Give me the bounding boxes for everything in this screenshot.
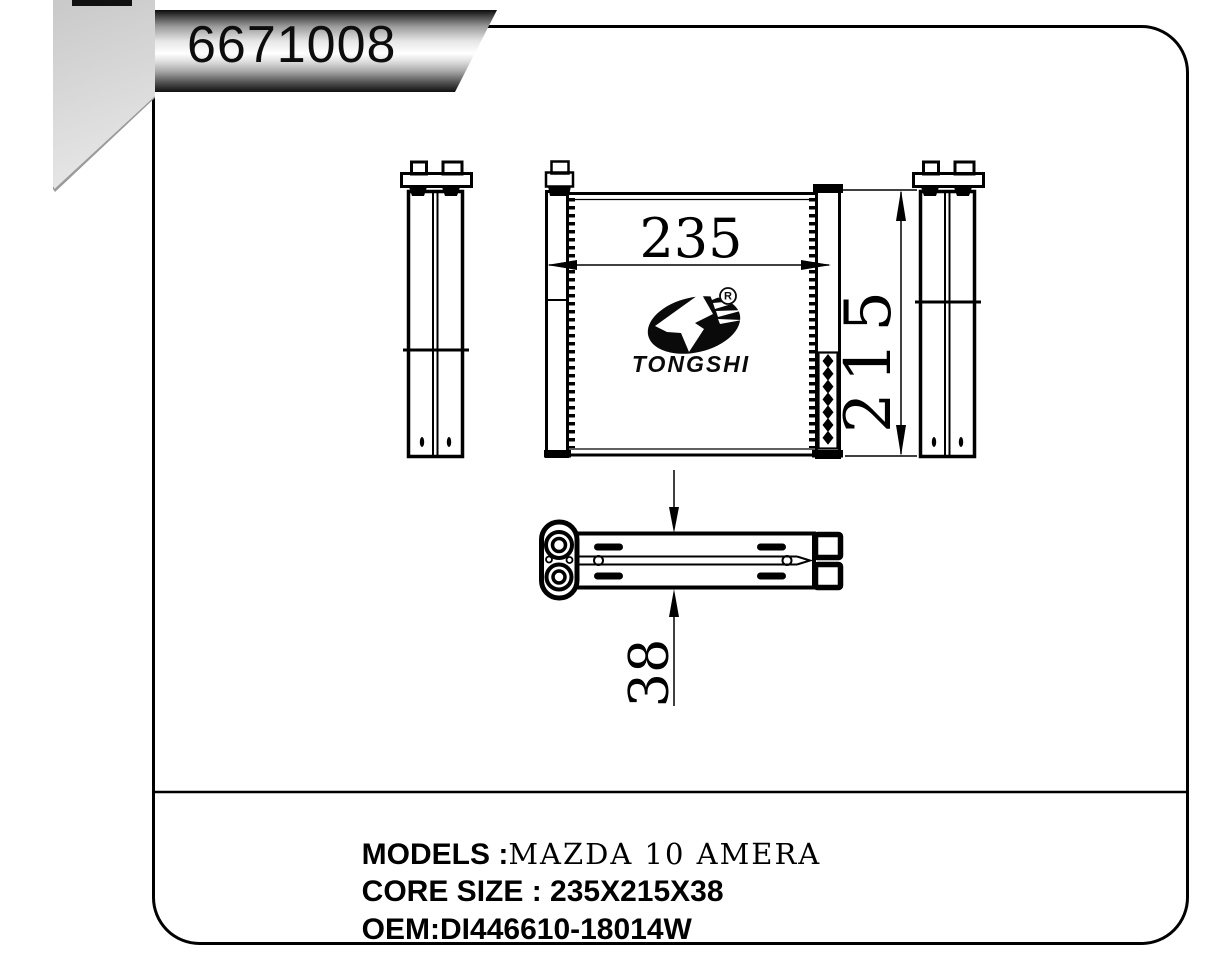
depth-dimension-value: 38: [618, 639, 681, 708]
front-view: [544, 160, 843, 459]
arrowhead-down-icon: [669, 507, 679, 533]
oem-separator: :: [430, 913, 441, 946]
height-dimension: 215: [832, 189, 917, 457]
tongshi-logo: R TONGSHI: [632, 287, 750, 377]
width-dimension-value: 235: [639, 207, 742, 270]
registered-mark-circle: [719, 287, 737, 305]
spec-line-oem: OEM:DI446610-18014W: [335, 873, 821, 946]
bottom-view: [539, 519, 844, 601]
tank-diamond-pattern: [822, 354, 834, 445]
core-size-value: 235X215X38: [550, 875, 724, 908]
width-dimension: 235: [547, 207, 831, 270]
core-size-separator: :: [523, 875, 551, 908]
logo-speedlines-icon: [710, 289, 745, 324]
arrowhead-right-icon: [801, 260, 831, 270]
arrowhead-down-icon: [896, 425, 906, 456]
arrowhead-up-icon: [896, 190, 906, 221]
oem-value: DI446610-18014W: [440, 913, 692, 946]
spec-line-models: MODELS :MAZDA 10 AMERA: [335, 797, 821, 871]
arrowhead-up-icon: [669, 589, 679, 617]
logo-brand-text: TONGSHI: [632, 351, 750, 377]
spec-line-core-size: CORE SIZE : 235X215X38: [335, 835, 821, 908]
models-separator: :: [490, 838, 509, 871]
depth-dimension: 38: [618, 470, 681, 707]
registered-mark: R: [724, 291, 732, 303]
spec-text-block: MODELS :MAZDA 10 AMERA CORE SIZE : 235X2…: [335, 797, 821, 946]
right-tank-side-view: [912, 160, 985, 459]
models-value: MAZDA 10 AMERA: [508, 837, 822, 871]
part-number-banner: 6671008: [153, 10, 497, 92]
frame-border: [152, 25, 1189, 945]
part-number-text: 6671008: [187, 16, 397, 74]
models-label: MODELS: [361, 838, 491, 871]
oem-label: OEM: [361, 913, 431, 946]
ribbon-top-bar: [72, 0, 132, 6]
left-tank-side-view: [400, 160, 473, 459]
logo-arrow-icon: [655, 293, 713, 352]
height-dimension-value: 215: [832, 281, 906, 433]
core-size-label: CORE SIZE: [361, 875, 524, 908]
arrowhead-left-icon: [547, 260, 577, 270]
